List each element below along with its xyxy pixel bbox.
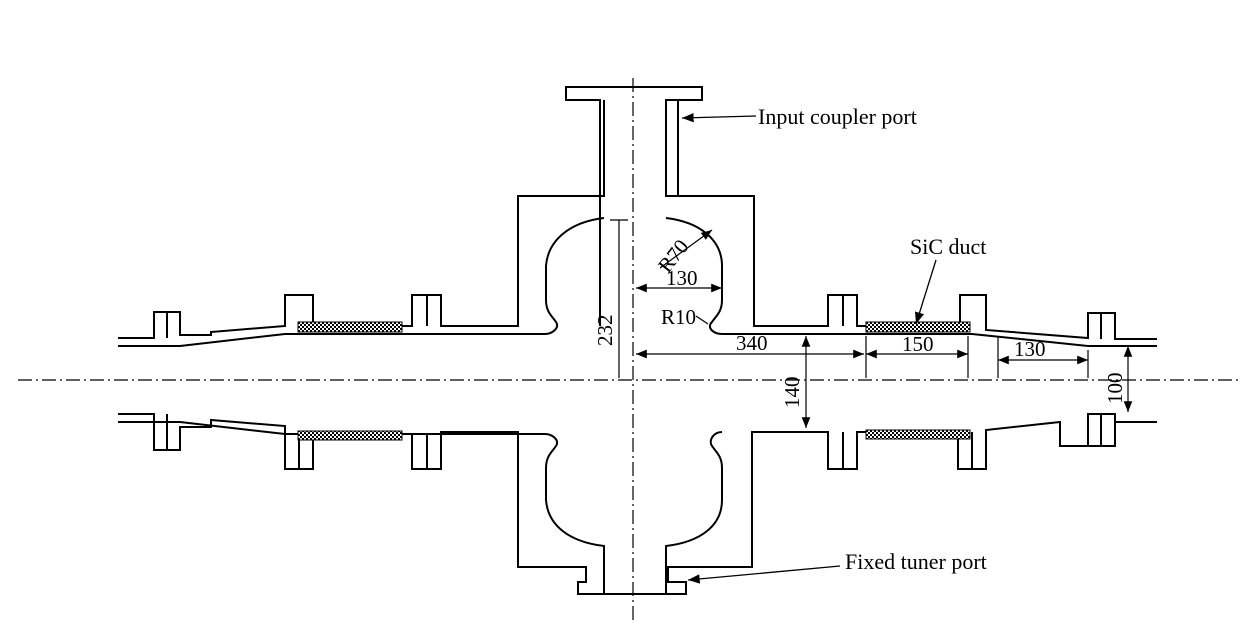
input-coupler-port-label: Input coupler port — [758, 104, 917, 129]
sic-duct-upper-left — [297, 321, 403, 333]
dimension-r10: R10 — [661, 305, 709, 329]
lower-wall-outline — [118, 413, 1157, 595]
fixed-tuner-port-callout: Fixed tuner port — [687, 549, 987, 584]
dimension-150-text: 150 — [902, 332, 934, 356]
dimension-140-text: 140 — [780, 377, 804, 409]
sic-duct-callout: SiC duct — [910, 234, 986, 325]
dimension-150: 150 — [865, 332, 969, 378]
fixed-tuner-port-label: Fixed tuner port — [845, 549, 987, 574]
dimension-340: 340 — [636, 331, 864, 359]
dimension-130-right: 130 — [997, 336, 1089, 378]
dimension-130-top-text: 130 — [666, 266, 698, 290]
dimension-140: 140 — [780, 336, 811, 428]
sic-duct-upper-right — [865, 321, 971, 333]
dimension-232: 232 — [593, 219, 628, 378]
dimension-100-text: 100 — [1103, 373, 1127, 405]
input-coupler-port-callout: Input coupler port — [681, 104, 917, 129]
dimension-340-text: 340 — [736, 331, 768, 355]
dimension-232-text: 232 — [593, 315, 617, 347]
sic-duct-lower-right — [865, 429, 971, 440]
sic-duct-lower-left — [297, 430, 403, 441]
dimension-r10-text: R10 — [661, 305, 696, 329]
dimension-130-right-text: 130 — [1014, 337, 1046, 361]
dimension-130-top: 130 — [636, 266, 722, 293]
upper-wall-outline — [118, 86, 1157, 347]
sic-duct-label: SiC duct — [910, 234, 986, 259]
dimension-100: 100 — [1103, 346, 1133, 412]
